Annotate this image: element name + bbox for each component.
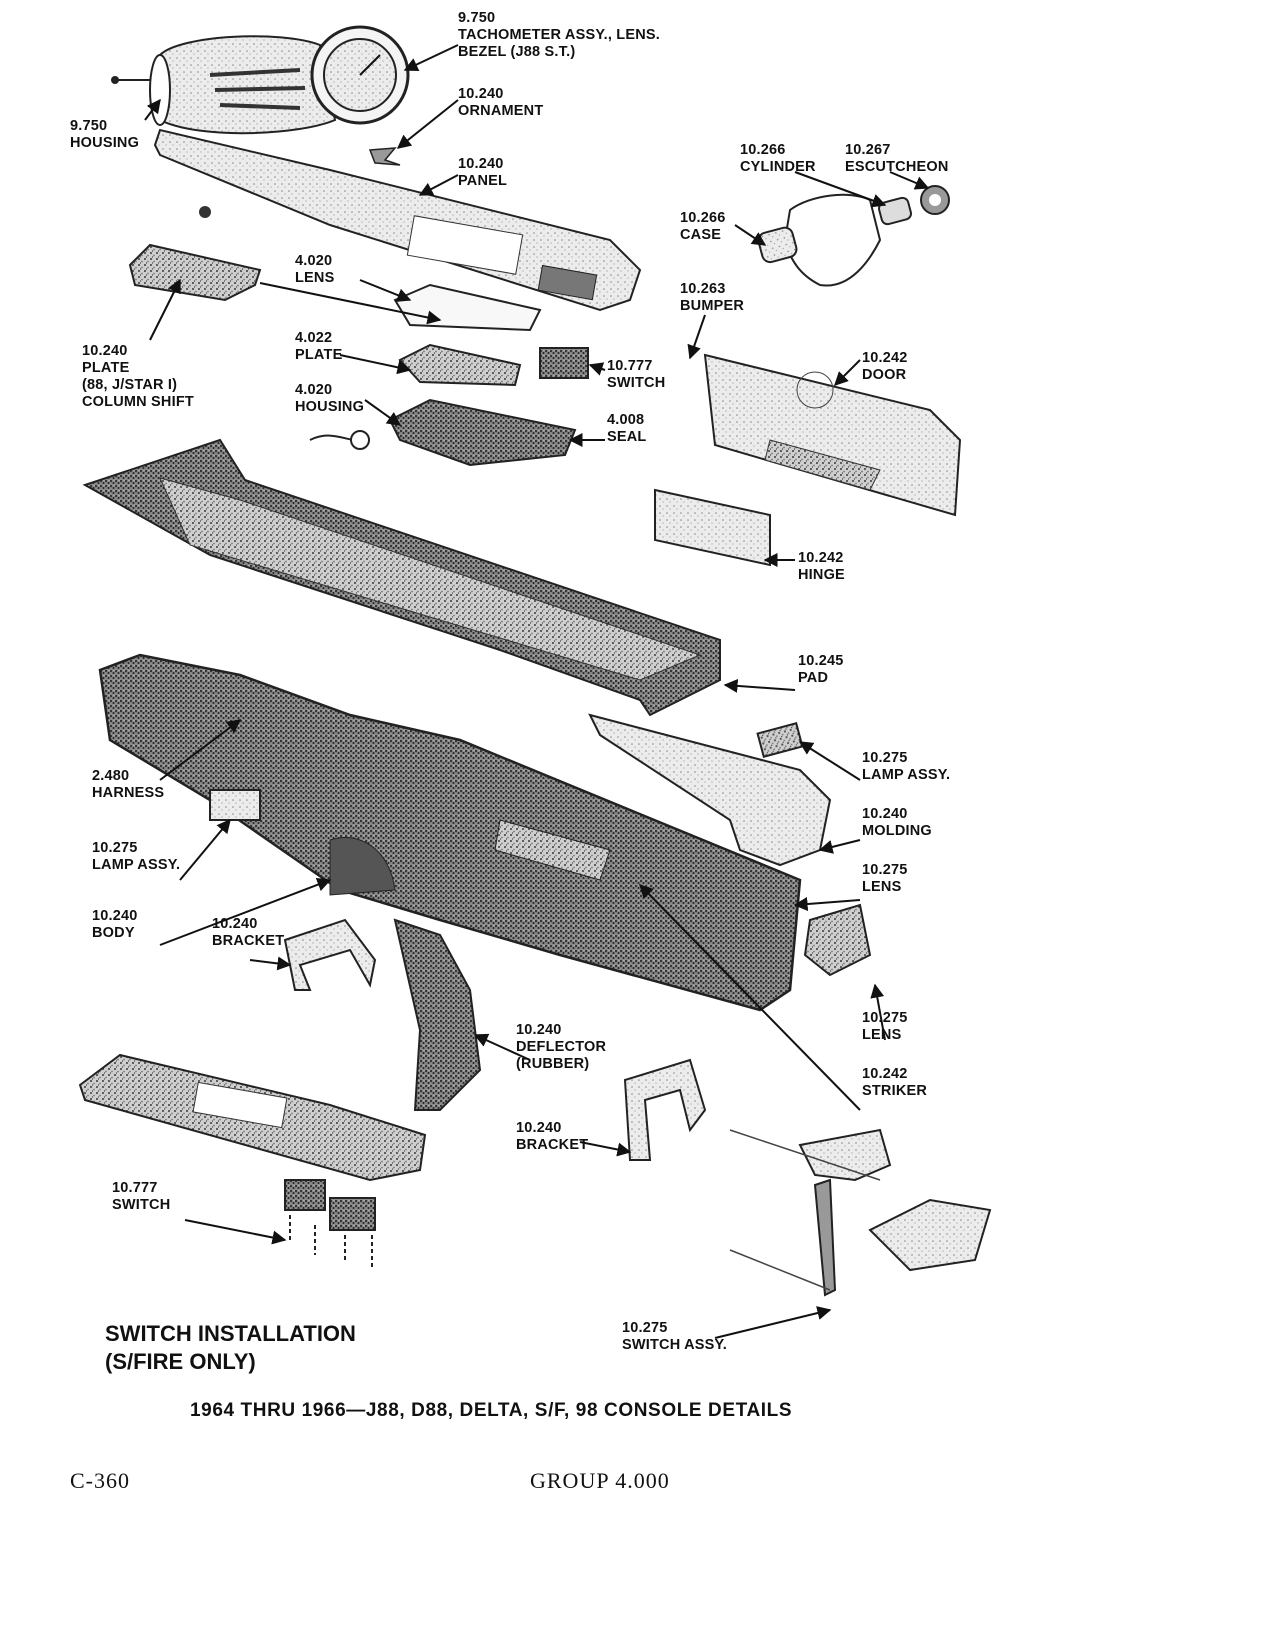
switch-assy-part [729, 1128, 992, 1297]
door-part [703, 353, 962, 517]
lens-10275-part [803, 903, 872, 977]
page-number: C-360 [70, 1468, 130, 1493]
lamp-assy-right-part [756, 722, 804, 758]
tachometer-bezel-part [310, 25, 410, 125]
bracket-upper-part [283, 918, 377, 991]
figure-title: 1964 THRU 1966—J88, D88, DELTA, S/F, 98 … [190, 1400, 793, 1421]
tachometer-housing-part [111, 35, 337, 135]
switch-10777-part [539, 347, 589, 379]
deflector-part [393, 918, 482, 1111]
ornament-part [368, 147, 401, 166]
upper-panel-part [153, 128, 642, 312]
pad-part [82, 438, 721, 717]
lens-4020-part [393, 283, 542, 332]
lock-assembly-part [757, 185, 950, 287]
plate-4022-part [398, 343, 522, 387]
lamp-assy-left-part [209, 789, 261, 821]
inset-caption: SWITCH INSTALLATION (S/FIRE ONLY) [105, 1321, 356, 1374]
hinge-part [654, 488, 771, 567]
leader-arrows [144, 44, 930, 1339]
housing-4020-part [309, 398, 577, 467]
bracket-lower-part [623, 1058, 707, 1161]
molding-part [588, 713, 832, 867]
column-shift-plate-part [128, 243, 262, 302]
switch-installation-inset [78, 1053, 427, 1270]
group-number: GROUP 4.000 [530, 1468, 670, 1493]
